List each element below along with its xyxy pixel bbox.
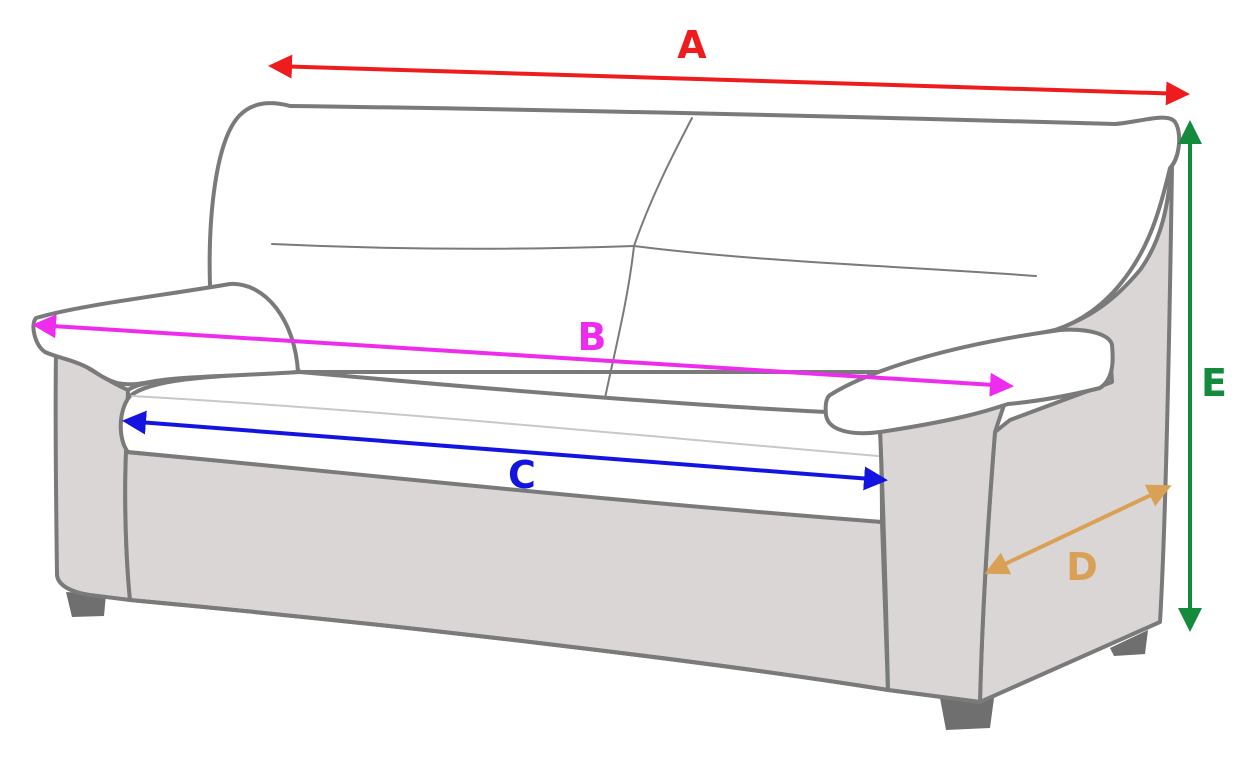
dimension-a: A — [268, 23, 1190, 106]
dimension-c: C — [122, 410, 888, 497]
left-arm-front — [53, 350, 132, 602]
dimension-a-label: A — [677, 23, 707, 67]
sofa-legs — [66, 592, 1148, 730]
dimension-b-label: B — [578, 315, 607, 359]
leg-back-right — [1110, 630, 1148, 656]
leg-front-left — [66, 592, 106, 617]
dimension-b-arrow — [32, 314, 1014, 397]
dimension-d: D — [984, 484, 1172, 589]
dimension-d-label: D — [1066, 545, 1098, 589]
backrest-seam-left — [271, 243, 635, 250]
dimension-e: E — [1178, 120, 1227, 632]
dimension-d-arrow — [984, 484, 1172, 575]
dimension-b: B — [32, 314, 1014, 397]
dimension-c-arrow — [122, 410, 888, 491]
dimension-e-label: E — [1201, 361, 1227, 405]
backrest — [207, 101, 1182, 374]
dimension-c-label: C — [508, 453, 536, 497]
base-front-outline — [128, 598, 982, 704]
leg-front-right — [940, 698, 994, 730]
dimension-a-arrow — [268, 54, 1190, 106]
backrest-seam-right — [633, 245, 1037, 277]
